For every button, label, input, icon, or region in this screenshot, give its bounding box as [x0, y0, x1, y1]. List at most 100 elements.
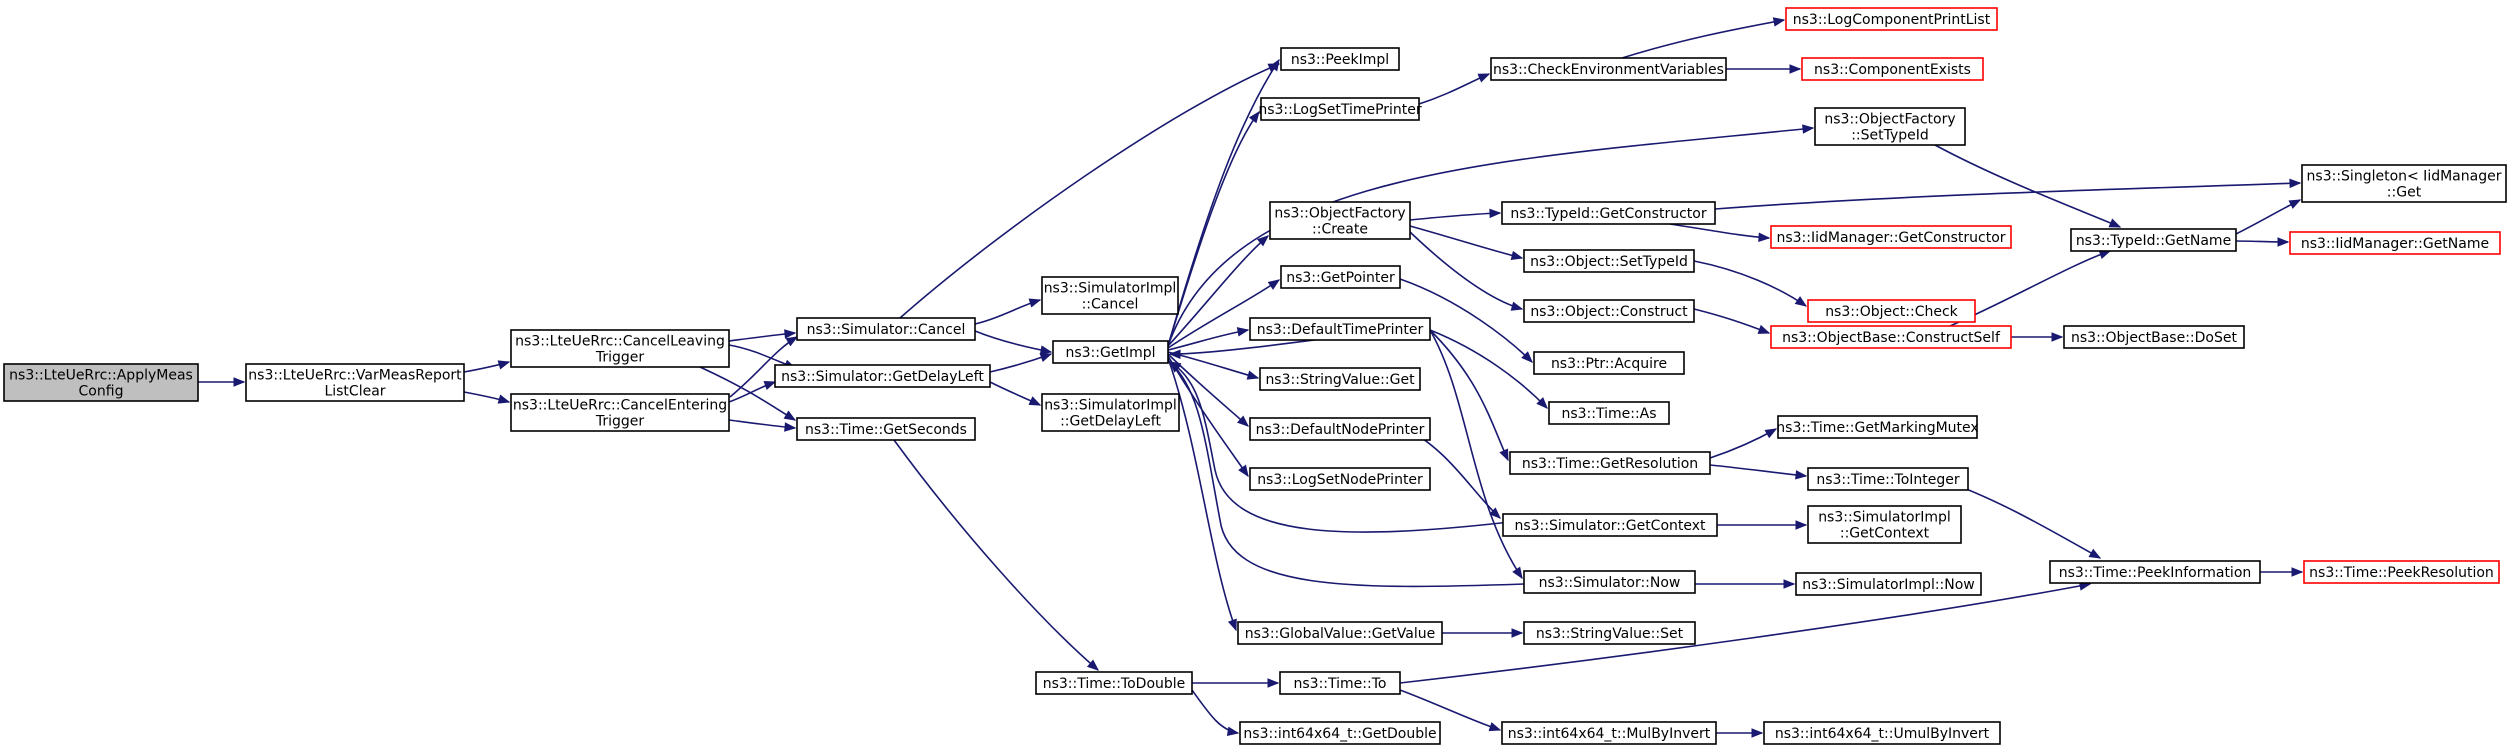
node-simcancel[interactable]: ns3::Simulator::Cancel: [796, 317, 976, 341]
node-logcompprint[interactable]: ns3::LogComponentPrintList: [1785, 7, 1998, 31]
node-simimplnow[interactable]: ns3::SimulatorImpl::Now: [1795, 572, 1982, 596]
node-box[interactable]: [1260, 97, 1420, 121]
node-box[interactable]: [1490, 57, 1727, 81]
node-box[interactable]: [1239, 721, 1441, 745]
node-ptracquire[interactable]: ns3::Ptr::Acquire: [1533, 351, 1685, 375]
node-singleton[interactable]: ns3::Singleton< IidManager::Get: [2301, 164, 2507, 203]
node-box[interactable]: [1269, 201, 1411, 240]
node-simdelayleft[interactable]: ns3::Simulator::GetDelayLeft: [774, 364, 991, 388]
node-objconstruct[interactable]: ns3::Object::Construct: [1523, 299, 1695, 323]
node-timegetseconds[interactable]: ns3::Time::GetSeconds: [796, 417, 976, 441]
node-box[interactable]: [1533, 351, 1685, 375]
node-typeidgetname[interactable]: ns3::TypeId::GetName: [2070, 228, 2237, 252]
node-box[interactable]: [1041, 276, 1179, 315]
node-box[interactable]: [2063, 325, 2245, 349]
node-box[interactable]: [1041, 393, 1180, 432]
node-box[interactable]: [1249, 467, 1431, 491]
node-box[interactable]: [796, 417, 976, 441]
node-box[interactable]: [2289, 231, 2501, 255]
node-simimplgetcontext[interactable]: ns3::SimulatorImpl::GetContext: [1807, 505, 1962, 544]
node-box[interactable]: [1763, 721, 2001, 745]
node-box[interactable]: [1770, 225, 2012, 249]
node-box[interactable]: [1777, 415, 1978, 439]
node-box[interactable]: [1237, 621, 1443, 645]
node-box[interactable]: [2303, 560, 2500, 584]
node-box[interactable]: [1259, 367, 1421, 391]
node-objsettypeid[interactable]: ns3::Object::SetTypeId: [1523, 249, 1695, 273]
node-box[interactable]: [1279, 671, 1401, 695]
node-box[interactable]: [1785, 7, 1998, 31]
node-box[interactable]: [1807, 299, 1976, 323]
node-objcheck[interactable]: ns3::Object::Check: [1807, 299, 1976, 323]
node-defnodeprinter[interactable]: ns3::DefaultNodePrinter: [1249, 417, 1431, 441]
node-stringvalueget[interactable]: ns3::StringValue::Get: [1259, 367, 1421, 391]
node-box[interactable]: [796, 317, 976, 341]
node-logsetnode[interactable]: ns3::LogSetNodePrinter: [1249, 467, 1431, 491]
node-box[interactable]: [3, 363, 199, 402]
node-box[interactable]: [1501, 201, 1716, 225]
node-typeidgetctor[interactable]: ns3::TypeId::GetConstructor: [1501, 201, 1716, 225]
node-box[interactable]: [1807, 505, 1962, 544]
node-getmarkingmutex[interactable]: ns3::Time::GetMarkingMutex: [1776, 415, 1979, 439]
node-box[interactable]: [1280, 265, 1401, 289]
node-objfactsettypeid[interactable]: ns3::ObjectFactory::SetTypeId: [1814, 107, 1966, 146]
node-timepeekinfo[interactable]: ns3::Time::PeekInformation: [2049, 560, 2261, 584]
node-deftimeprinter[interactable]: ns3::DefaultTimePrinter: [1249, 317, 1431, 341]
node-box[interactable]: [1801, 57, 1984, 81]
node-objfactcreate[interactable]: ns3::ObjectFactory::Create: [1269, 201, 1411, 240]
node-box[interactable]: [1523, 249, 1695, 273]
node-timetointeger[interactable]: ns3::Time::ToInteger: [1807, 467, 1969, 491]
node-simimplcancel[interactable]: ns3::SimulatorImpl::Cancel: [1041, 276, 1179, 315]
node-simgetcontext[interactable]: ns3::Simulator::GetContext: [1502, 513, 1718, 537]
node-umulbyinvert[interactable]: ns3::int64x64_t::UmulByInvert: [1763, 721, 2001, 745]
node-getpointer[interactable]: ns3::GetPointer: [1280, 265, 1401, 289]
node-box[interactable]: [1280, 47, 1400, 71]
node-mulbyinvert[interactable]: ns3::int64x64_t::MulByInvert: [1501, 721, 1717, 745]
node-box[interactable]: [1807, 467, 1969, 491]
node-timegetres[interactable]: ns3::Time::GetResolution: [1509, 451, 1711, 475]
node-box[interactable]: [2301, 164, 2507, 203]
node-box[interactable]: [1523, 570, 1696, 594]
node-peekimpl[interactable]: ns3::PeekImpl: [1280, 47, 1400, 71]
node-box[interactable]: [2049, 560, 2261, 584]
node-timepeekres[interactable]: ns3::Time::PeekResolution: [2303, 560, 2500, 584]
node-timetodouble[interactable]: ns3::Time::ToDouble: [1035, 671, 1193, 695]
node-box[interactable]: [1548, 401, 1670, 425]
node-int64getdouble[interactable]: ns3::int64x64_t::GetDouble: [1239, 721, 1441, 745]
node-box[interactable]: [510, 329, 730, 368]
node-box[interactable]: [510, 393, 730, 432]
node-iidgetname[interactable]: ns3::IidManager::GetName: [2289, 231, 2501, 255]
node-box[interactable]: [1249, 317, 1431, 341]
node-timeto[interactable]: ns3::Time::To: [1279, 671, 1401, 695]
node-box[interactable]: [245, 363, 465, 402]
node-box[interactable]: [1770, 325, 2012, 349]
node-box[interactable]: [1523, 299, 1695, 323]
node-box[interactable]: [1814, 107, 1966, 146]
node-box[interactable]: [1523, 621, 1696, 645]
node-getimpl[interactable]: ns3::GetImpl: [1052, 340, 1169, 364]
node-checkenv[interactable]: ns3::CheckEnvironmentVariables: [1490, 57, 1727, 81]
node-box[interactable]: [1249, 417, 1431, 441]
node-compexists[interactable]: ns3::ComponentExists: [1801, 57, 1984, 81]
node-timeas[interactable]: ns3::Time::As: [1548, 401, 1670, 425]
node-box[interactable]: [1052, 340, 1169, 364]
node-simnow[interactable]: ns3::Simulator::Now: [1523, 570, 1696, 594]
node-logsettime[interactable]: ns3::LogSetTimePrinter: [1258, 97, 1422, 121]
node-stringvalueset[interactable]: ns3::StringValue::Set: [1523, 621, 1696, 645]
node-iidgetctor[interactable]: ns3::IidManager::GetConstructor: [1770, 225, 2012, 249]
node-box[interactable]: [1509, 451, 1711, 475]
node-box[interactable]: [1501, 721, 1717, 745]
node-box[interactable]: [1795, 572, 1982, 596]
node-box[interactable]: [2070, 228, 2237, 252]
node-simimpldelay[interactable]: ns3::SimulatorImpl::GetDelayLeft: [1041, 393, 1180, 432]
node-box[interactable]: [774, 364, 991, 388]
node-objbasedoset[interactable]: ns3::ObjectBase::DoSet: [2063, 325, 2245, 349]
node-globalvalue[interactable]: ns3::GlobalValue::GetValue: [1237, 621, 1443, 645]
node-objbaseconstructself[interactable]: ns3::ObjectBase::ConstructSelf: [1770, 325, 2012, 349]
node-box[interactable]: [1502, 513, 1718, 537]
node-box[interactable]: [1035, 671, 1193, 695]
